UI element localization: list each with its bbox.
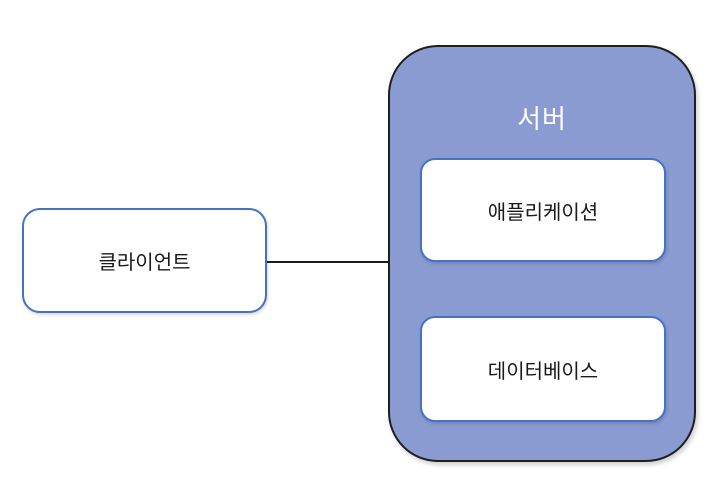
application-node: 애플리케이션	[420, 158, 666, 262]
client-node: 클라이언트	[22, 208, 267, 313]
application-label: 애플리케이션	[487, 201, 599, 224]
client-label: 클라이언트	[98, 252, 191, 274]
server-label: 서버	[517, 104, 567, 134]
database-label: 데이터베이스	[487, 360, 599, 383]
database-node: 데이터베이스	[420, 316, 666, 422]
connector-client-server	[267, 261, 388, 263]
